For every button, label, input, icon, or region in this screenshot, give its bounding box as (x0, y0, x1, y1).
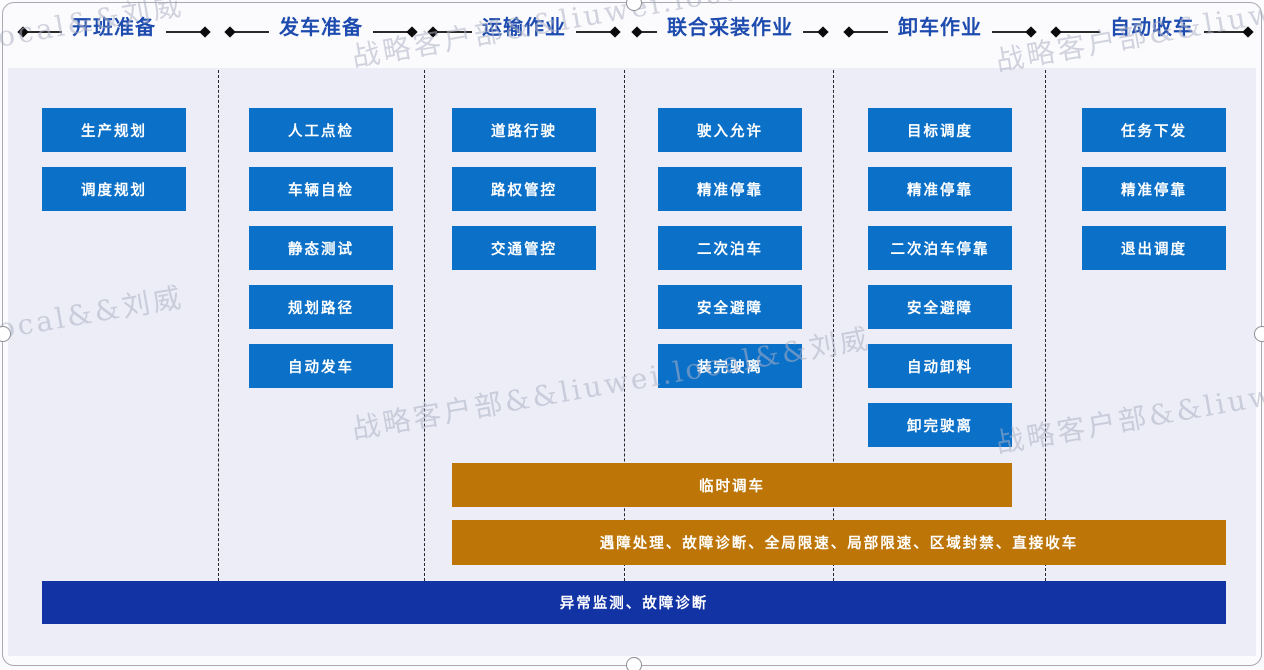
diamond-icon (1025, 26, 1037, 38)
stage-header-shouche: 自动收车 (1050, 6, 1254, 40)
task-box: 交通管控 (452, 226, 596, 270)
task-box: 二次泊车 (658, 226, 802, 270)
task-box: 调度规划 (42, 167, 186, 211)
stage-title: 卸车作业 (898, 17, 982, 39)
header-line (1204, 31, 1244, 33)
diamond-icon (817, 26, 829, 38)
header-line (853, 31, 888, 33)
task-box: 静态测试 (249, 226, 393, 270)
stage-title: 联合采装作业 (667, 17, 793, 39)
stage-header-yunshu: 运输作业 (427, 6, 621, 40)
temp-dispatch-bar: 临时调车 (452, 463, 1012, 507)
resize-handle-top[interactable] (626, 0, 642, 11)
column-separator (624, 70, 625, 581)
header-line (641, 31, 657, 33)
resize-handle-left[interactable] (0, 326, 11, 342)
header-line (373, 31, 408, 33)
header-line (27, 31, 62, 33)
task-box: 驶入允许 (658, 108, 802, 152)
header-line (803, 31, 819, 33)
diamond-icon (427, 26, 439, 38)
column-separator (218, 70, 219, 581)
header-line (576, 31, 611, 33)
task-box: 装完驶离 (658, 344, 802, 388)
task-box: 规划路径 (249, 285, 393, 329)
task-box: 人工点检 (249, 108, 393, 152)
task-box: 任务下发 (1082, 108, 1226, 152)
diamond-icon (1242, 26, 1254, 38)
column-separator (1045, 70, 1046, 581)
header-line (992, 31, 1027, 33)
task-box: 目标调度 (868, 108, 1012, 152)
diamond-icon (609, 26, 621, 38)
diamond-icon (199, 26, 211, 38)
resize-handle-bottom[interactable] (626, 657, 642, 670)
task-box: 卸完驶离 (868, 403, 1012, 447)
header-line (437, 31, 472, 33)
task-box: 退出调度 (1082, 226, 1226, 270)
diamond-icon (631, 26, 643, 38)
task-box: 自动发车 (249, 344, 393, 388)
stage-header-fache: 发车准备 (224, 6, 418, 40)
task-box: 精准停靠 (868, 167, 1012, 211)
exception-handling-bar: 遇障处理、故障诊断、全局限速、局部限速、区域封禁、直接收车 (452, 520, 1226, 565)
stage-header-kaiban: 开班准备 (17, 6, 211, 40)
task-box: 自动卸料 (868, 344, 1012, 388)
stage-title: 发车准备 (279, 17, 363, 39)
task-box: 安全避障 (868, 285, 1012, 329)
task-box: 精准停靠 (1082, 167, 1226, 211)
diamond-icon (17, 26, 29, 38)
stage-title: 运输作业 (482, 17, 566, 39)
diamond-icon (1050, 26, 1062, 38)
diamond-icon (843, 26, 855, 38)
stage-header-xieche: 卸车作业 (843, 6, 1037, 40)
header-line (234, 31, 269, 33)
header-line (1060, 31, 1100, 33)
task-box: 生产规划 (42, 108, 186, 152)
task-box: 精准停靠 (658, 167, 802, 211)
task-box: 路权管控 (452, 167, 596, 211)
diamond-icon (406, 26, 418, 38)
task-box: 二次泊车停靠 (868, 226, 1012, 270)
column-separator (424, 70, 425, 581)
task-box: 车辆自检 (249, 167, 393, 211)
header-line (166, 31, 201, 33)
stage-title: 开班准备 (72, 17, 156, 39)
stage-header-caizhuang: 联合采装作业 (631, 6, 829, 40)
stage-title: 自动收车 (1110, 17, 1194, 39)
monitoring-bar: 异常监测、故障诊断 (42, 581, 1226, 624)
column-separator (833, 70, 834, 581)
content-panel (8, 68, 1256, 656)
resize-handle-right[interactable] (1254, 326, 1264, 342)
diamond-icon (224, 26, 236, 38)
task-box: 道路行驶 (452, 108, 596, 152)
task-box: 安全避障 (658, 285, 802, 329)
